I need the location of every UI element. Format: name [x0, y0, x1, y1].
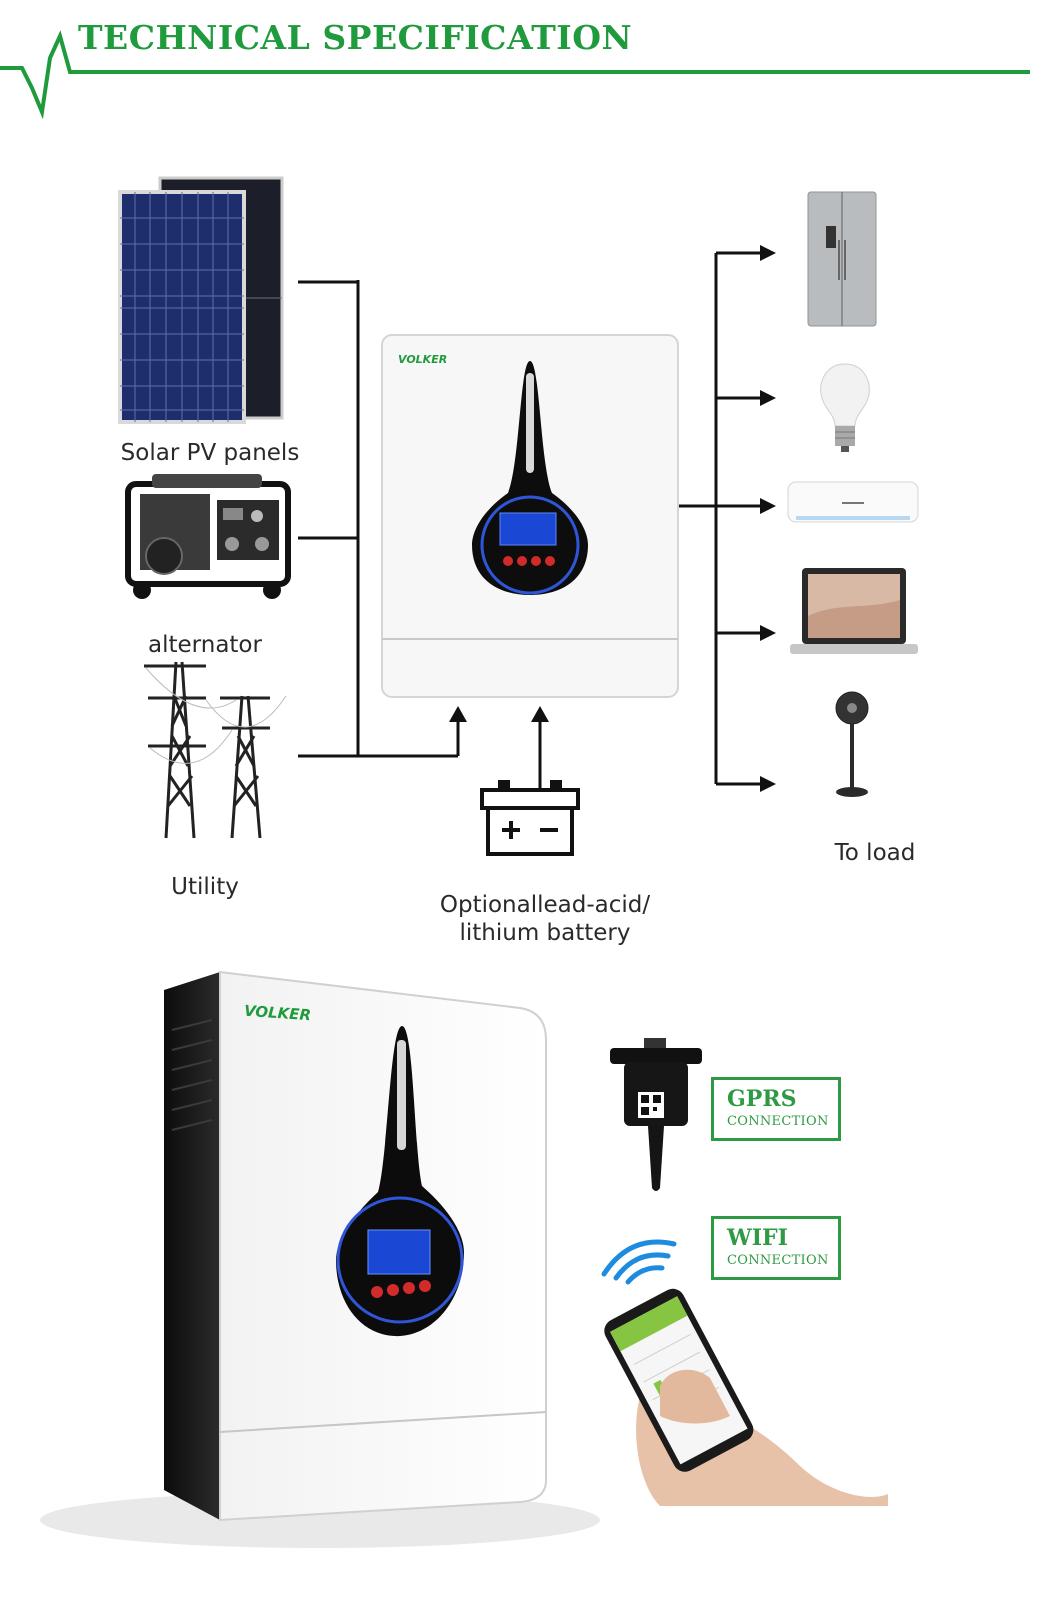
label-alternator: alternator	[148, 632, 262, 658]
gprs-label: GPRS	[727, 1086, 797, 1112]
laptop-icon	[790, 568, 918, 654]
header-pulse-line	[0, 30, 1030, 120]
fan-icon	[835, 691, 869, 797]
label-solar-pv-panels: Solar PV panels	[120, 440, 300, 466]
wiring-diagram	[298, 245, 776, 792]
refrigerator-icon	[807, 191, 877, 327]
wifi-label: WIFI	[727, 1225, 788, 1251]
label-to-load: To load	[834, 840, 916, 866]
inverter-diagram-icon	[381, 334, 679, 698]
light-bulb-icon	[820, 363, 870, 452]
inverter-product-image	[40, 970, 600, 1548]
gprs-sublabel: CONNECTION	[727, 1114, 829, 1129]
wifi-signal-icon	[601, 1239, 677, 1285]
generator-icon	[125, 474, 291, 599]
label-battery-line2: lithium battery	[459, 920, 631, 946]
wifi-connection-badge: WIFI CONNECTION	[711, 1216, 841, 1280]
power-tower-icon	[144, 661, 287, 839]
solar-panel-icon	[118, 176, 284, 424]
wifi-sublabel: CONNECTION	[727, 1253, 829, 1268]
inverter-brand-logo: VOLKER	[398, 353, 448, 366]
label-battery-line1: Optionallead-acid/	[439, 892, 651, 918]
label-utility: Utility	[171, 874, 239, 900]
label-battery: Optionallead-acid/ lithium battery	[400, 891, 690, 947]
gprs-connection-badge: GPRS CONNECTION	[711, 1077, 841, 1141]
battery-icon	[480, 780, 580, 856]
gprs-module-icon	[610, 1038, 702, 1191]
air-conditioner-icon	[787, 481, 919, 523]
smartphone-icon	[604, 1288, 888, 1506]
page-title: TECHNICAL SPECIFICATION	[78, 18, 633, 57]
